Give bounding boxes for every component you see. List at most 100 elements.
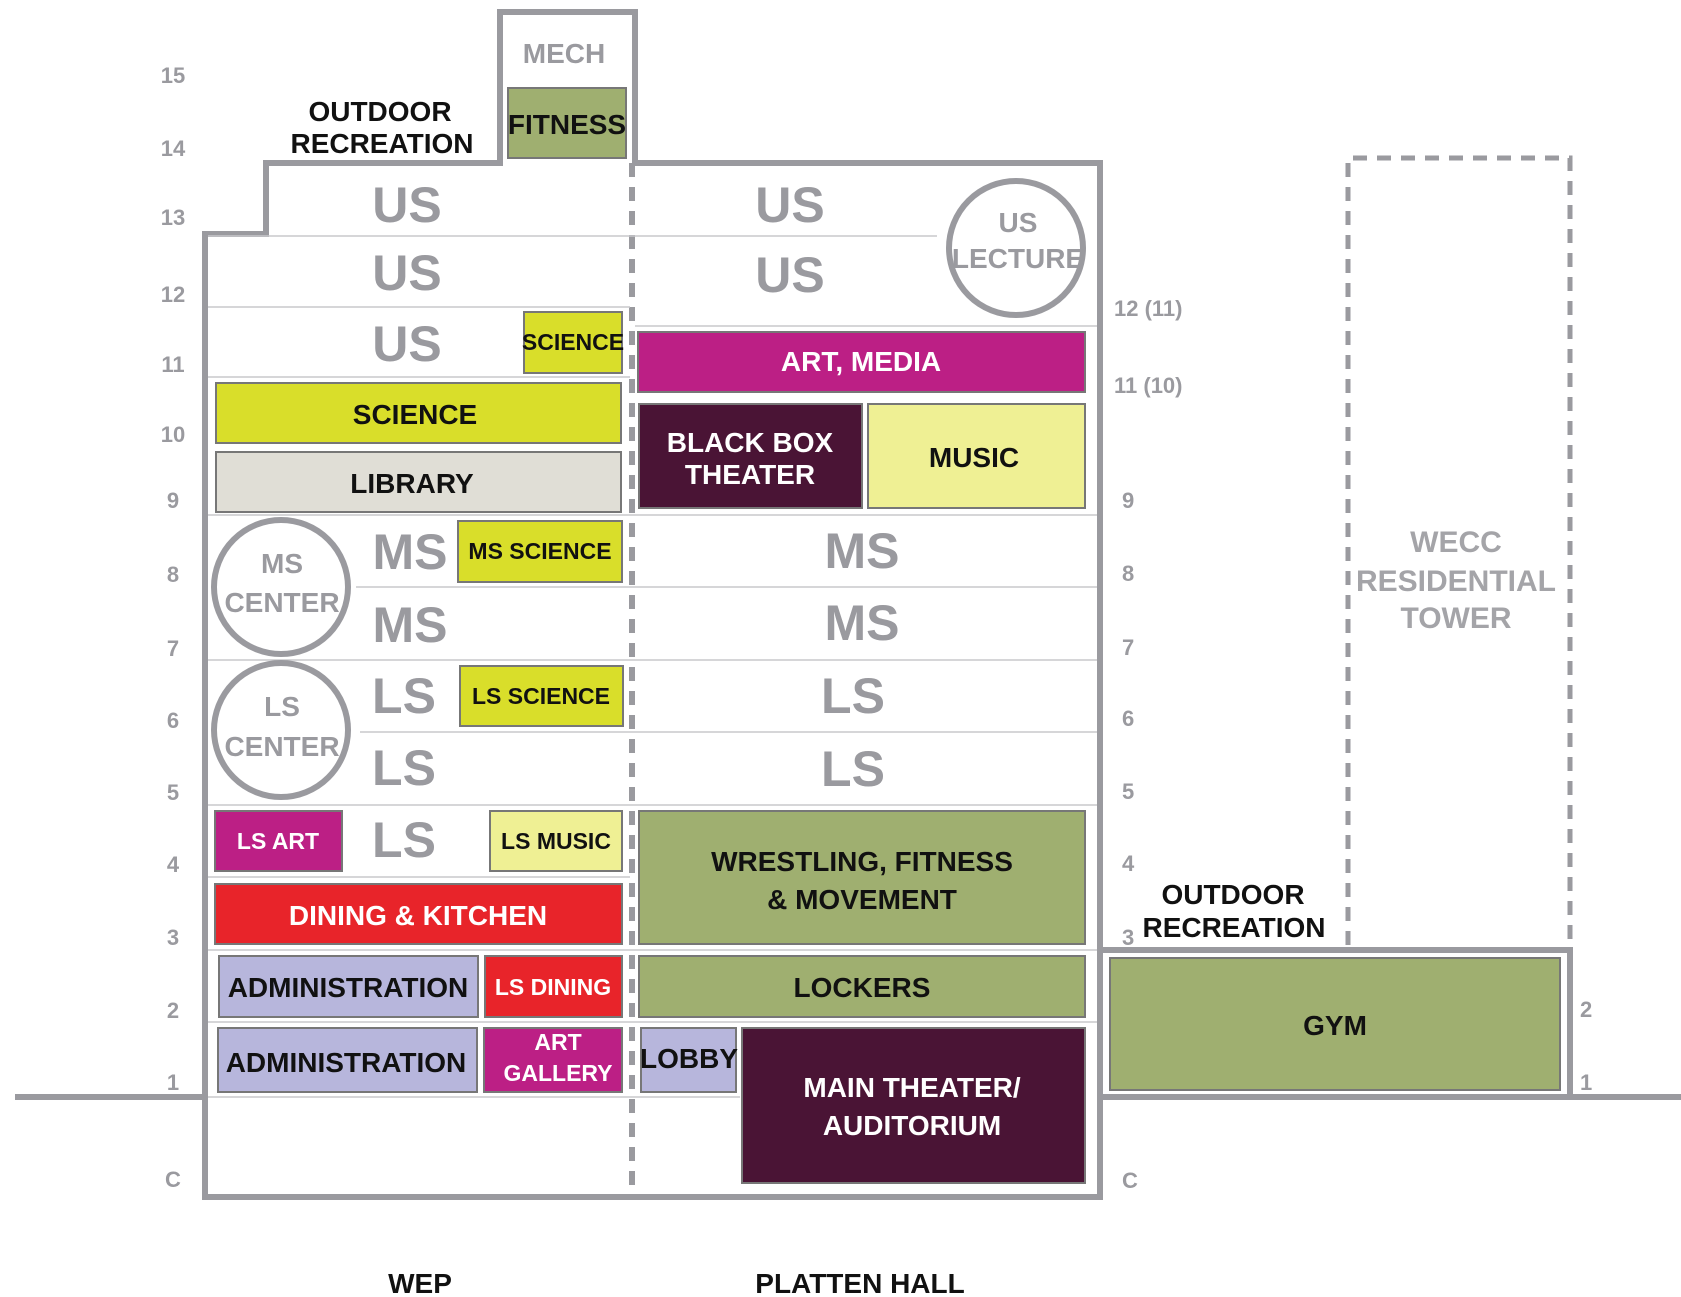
room-art-gallery-box <box>483 1027 623 1093</box>
room-lobby-box <box>640 1027 737 1093</box>
floor-far-right-1: 1 <box>1580 1070 1592 1095</box>
floor-numbers-right: 12 (11) 11 (10) 9 8 7 6 5 4 3 C <box>1114 296 1183 1193</box>
room-ls-art: LS ART <box>237 828 319 854</box>
room-main-theater-line1: MAIN THEATER/ <box>803 1072 1020 1103</box>
floor-left-1: 1 <box>167 1070 179 1095</box>
floor-left-7: 7 <box>167 636 179 661</box>
floor-left-12: 12 <box>161 282 185 307</box>
division-ms-wep-7: MS <box>373 597 448 653</box>
division-ls-wep-4: LS <box>372 812 436 868</box>
floor-numbers-left: 15 14 13 12 11 10 9 8 7 6 5 4 3 2 1 C <box>161 63 186 1192</box>
tower-line3: TOWER <box>1400 602 1511 635</box>
room-main-theater-box <box>741 1027 1086 1184</box>
ms-center-circle <box>211 517 351 657</box>
division-ms-platten-7: MS <box>825 595 900 651</box>
tower-line2: RESIDENTIAL <box>1356 565 1556 598</box>
room-lockers-box <box>638 955 1086 1018</box>
room-wrestling-box <box>638 810 1086 945</box>
room-ls-science: LS SCIENCE <box>472 683 610 709</box>
room-administration-2: ADMINISTRATION <box>228 972 469 1003</box>
room-library: LIBRARY <box>350 468 474 499</box>
room-gym: GYM <box>1303 1010 1367 1041</box>
floor-left-6: 6 <box>167 708 179 733</box>
room-administration-2-box <box>218 955 479 1018</box>
room-dining-box <box>214 883 623 945</box>
division-ms-platten-8: MS <box>825 523 900 579</box>
room-fitness: FITNESS <box>508 109 626 140</box>
floor-right-12-11: 12 (11) <box>1114 296 1183 321</box>
room-ls-science-box <box>459 665 624 727</box>
building-wep-label: WEP <box>388 1268 452 1297</box>
division-us-platten-12: US <box>755 247 824 303</box>
floor-right-6: 6 <box>1122 706 1134 731</box>
division-us-wep-13: US <box>372 177 441 233</box>
room-ms-science: MS SCIENCE <box>468 538 611 564</box>
outdoor-right-line1: OUTDOOR <box>1161 879 1304 910</box>
ms-center-line1: MS <box>261 548 303 579</box>
room-art-media: ART, MEDIA <box>781 346 941 377</box>
room-fitness-box <box>507 87 627 159</box>
tower-outline <box>1345 155 1573 945</box>
room-science-small-box <box>523 311 623 374</box>
floor-left-2: 2 <box>167 998 179 1023</box>
room-art-gallery-line1: ART <box>534 1029 581 1055</box>
room-lockers: LOCKERS <box>794 972 931 1003</box>
room-ls-music: LS MUSIC <box>501 828 611 854</box>
division-ls-platten-6: LS <box>821 668 885 724</box>
floor-left-15: 15 <box>161 63 185 88</box>
room-ls-art-box <box>214 810 343 872</box>
room-music: MUSIC <box>929 442 1019 473</box>
room-ms-science-box <box>457 520 623 583</box>
division-ls-wep-6: LS <box>372 668 436 724</box>
us-lecture-line1: US <box>999 207 1038 238</box>
gym-annex-outline <box>1100 947 1573 1097</box>
floor-right-c: C <box>1122 1168 1138 1193</box>
room-main-theater-line2: AUDITORIUM <box>823 1110 1001 1141</box>
room-administration-1: ADMINISTRATION <box>226 1047 467 1078</box>
outdoor-right-line2: RECREATION <box>1142 912 1325 943</box>
division-us-platten-13: US <box>755 177 824 233</box>
division-us-wep-11: US <box>372 316 441 372</box>
division-ls-platten-5: LS <box>821 741 885 797</box>
floor-right-5: 5 <box>1122 779 1134 804</box>
room-art-media-box <box>637 331 1086 393</box>
floor-right-4: 4 <box>1122 851 1135 876</box>
floor-left-5: 5 <box>167 780 179 805</box>
division-ls-wep-5: LS <box>372 740 436 796</box>
room-black-box-line2: THEATER <box>685 459 815 490</box>
room-science-box <box>215 382 622 444</box>
room-lobby: LOBBY <box>640 1043 738 1074</box>
room-science-small: SCIENCE <box>522 329 624 355</box>
outdoor-top-line2: RECREATION <box>290 128 473 159</box>
room-music-box <box>867 403 1086 509</box>
room-ls-dining-box <box>484 955 623 1018</box>
room-ls-dining: LS DINING <box>495 974 611 1000</box>
floor-right-7: 7 <box>1122 635 1134 660</box>
floor-left-10: 10 <box>161 422 185 447</box>
floor-right-3: 3 <box>1122 925 1134 950</box>
room-mech: MECH <box>523 38 605 69</box>
ls-center-circle <box>211 660 351 800</box>
floor-left-11: 11 <box>161 352 184 377</box>
room-wrestling-line2: & MOVEMENT <box>767 884 957 915</box>
room-gym-box <box>1109 957 1561 1091</box>
tower-line1: WECC <box>1410 526 1502 559</box>
floor-left-14: 14 <box>161 136 186 161</box>
floor-left-8: 8 <box>167 562 179 587</box>
room-library-box <box>215 451 622 513</box>
division-ms-wep-8: MS <box>373 524 448 580</box>
floor-far-right-2: 2 <box>1580 997 1592 1022</box>
ms-center-line2: CENTER <box>224 587 339 618</box>
room-black-box-box <box>638 403 863 509</box>
ls-center-line1: LS <box>264 691 300 722</box>
floor-left-3: 3 <box>167 925 179 950</box>
floor-left-4: 4 <box>167 852 180 877</box>
division-us-wep-12: US <box>372 245 441 301</box>
room-ls-music-box <box>489 810 623 872</box>
floor-left-9: 9 <box>167 488 179 513</box>
room-dining: DINING & KITCHEN <box>289 900 547 931</box>
outdoor-top-line1: OUTDOOR <box>308 96 451 127</box>
building-outline <box>202 9 1103 1200</box>
us-lecture-line2: LECTURE <box>952 243 1084 274</box>
